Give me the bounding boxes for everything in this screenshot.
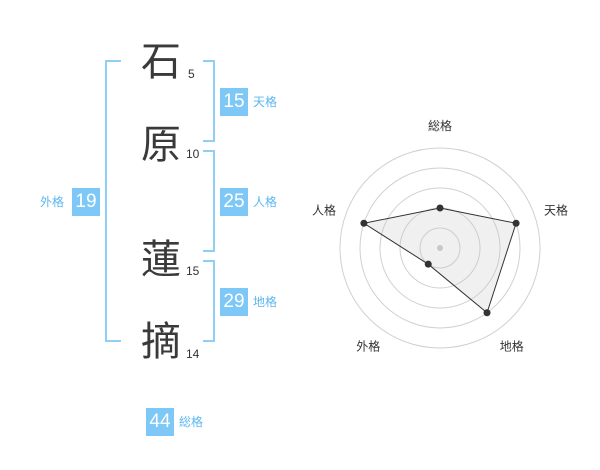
radar-axis-label-5: 人格 bbox=[312, 202, 336, 217]
radar-point-2 bbox=[512, 219, 520, 227]
stroke-count-4: 14 bbox=[186, 347, 200, 361]
jinkaku-label: 人格 bbox=[253, 195, 278, 209]
name-char-1: 石 bbox=[141, 39, 181, 85]
chikaku-value: 29 bbox=[220, 288, 248, 316]
radar-point-4 bbox=[424, 260, 432, 268]
radar-axis-label-4: 外格 bbox=[356, 339, 380, 354]
gaikaku-bracket bbox=[105, 60, 121, 342]
tenkaku-bracket bbox=[203, 60, 215, 142]
radar-ring-3 bbox=[379, 187, 501, 309]
tenkaku-label: 天格 bbox=[253, 95, 278, 109]
stroke-count-3: 15 bbox=[186, 264, 200, 278]
tenkaku-value: 15 bbox=[220, 88, 248, 116]
radar-point-5 bbox=[360, 219, 368, 227]
gaikaku-value: 19 bbox=[72, 188, 100, 216]
soukaku-label: 総格 bbox=[179, 415, 204, 429]
radar-axis-label-3: 地格 bbox=[500, 339, 524, 354]
radar-polygon bbox=[362, 207, 517, 314]
radar-center-dot bbox=[437, 245, 443, 251]
name-char-4: 摘 bbox=[141, 319, 181, 365]
stroke-count-2: 10 bbox=[186, 147, 200, 161]
chikaku-label: 地格 bbox=[253, 295, 278, 309]
radar-axis-label-1: 総格 bbox=[428, 118, 452, 133]
radar-ring-1 bbox=[419, 227, 461, 269]
stroke-count-1: 5 bbox=[188, 67, 195, 81]
radar-ring-5 bbox=[339, 147, 541, 349]
jinkaku-value: 25 bbox=[220, 188, 248, 216]
jinkaku-bracket bbox=[203, 150, 215, 252]
radar-axis-label-2: 天格 bbox=[544, 202, 568, 217]
name-char-3: 蓮 bbox=[141, 237, 181, 283]
radar-point-1 bbox=[436, 204, 444, 212]
radar-point-3 bbox=[483, 309, 491, 317]
gaikaku-label: 外格 bbox=[40, 195, 65, 209]
chikaku-bracket bbox=[203, 260, 215, 342]
radar-ring-4 bbox=[359, 167, 521, 329]
soukaku-value: 44 bbox=[146, 408, 174, 436]
name-char-2: 原 bbox=[141, 122, 181, 168]
